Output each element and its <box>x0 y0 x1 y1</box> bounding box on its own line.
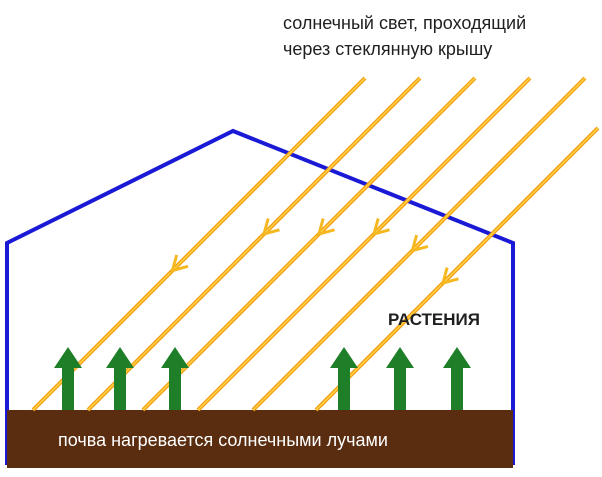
plant-arrow-3 <box>161 347 189 410</box>
sun-ray-core-6 <box>315 127 599 411</box>
sun-ray-core-4 <box>197 77 531 411</box>
sun-ray-core-1 <box>32 77 366 411</box>
sun-ray-arrowhead-5 <box>410 234 429 253</box>
sunlight-caption-line-2: через стеклянную крышу <box>283 39 493 59</box>
sunlight-caption: солнечный свет, проходящий через стеклян… <box>283 10 526 62</box>
sunlight-caption-line-1: солнечный свет, проходящий <box>283 13 527 33</box>
sun-ray-core-5 <box>252 77 586 411</box>
sun-ray-core-2 <box>87 77 421 411</box>
sun-ray-arrowhead-6 <box>440 267 459 286</box>
plant-arrows <box>54 347 471 410</box>
sun-ray-core-3 <box>142 77 476 411</box>
sun-ray-arrowhead-2 <box>261 218 280 237</box>
plants-label: РАСТЕНИЯ <box>388 310 480 329</box>
plant-arrow-2 <box>106 347 134 410</box>
soil-label: почва нагревается солнечными лучами <box>58 430 388 450</box>
plant-arrow-4 <box>330 347 358 410</box>
sun-ray-arrowhead-3 <box>316 218 335 237</box>
greenhouse-frame <box>5 128 515 465</box>
sun-rays <box>31 76 600 412</box>
sun-ray-arrowhead-4 <box>371 218 390 237</box>
sun-ray-arrowhead-1 <box>170 254 189 273</box>
plant-arrow-5 <box>386 347 414 410</box>
plant-arrow-1 <box>54 347 82 410</box>
plant-arrow-6 <box>443 347 471 410</box>
soil <box>7 410 513 468</box>
